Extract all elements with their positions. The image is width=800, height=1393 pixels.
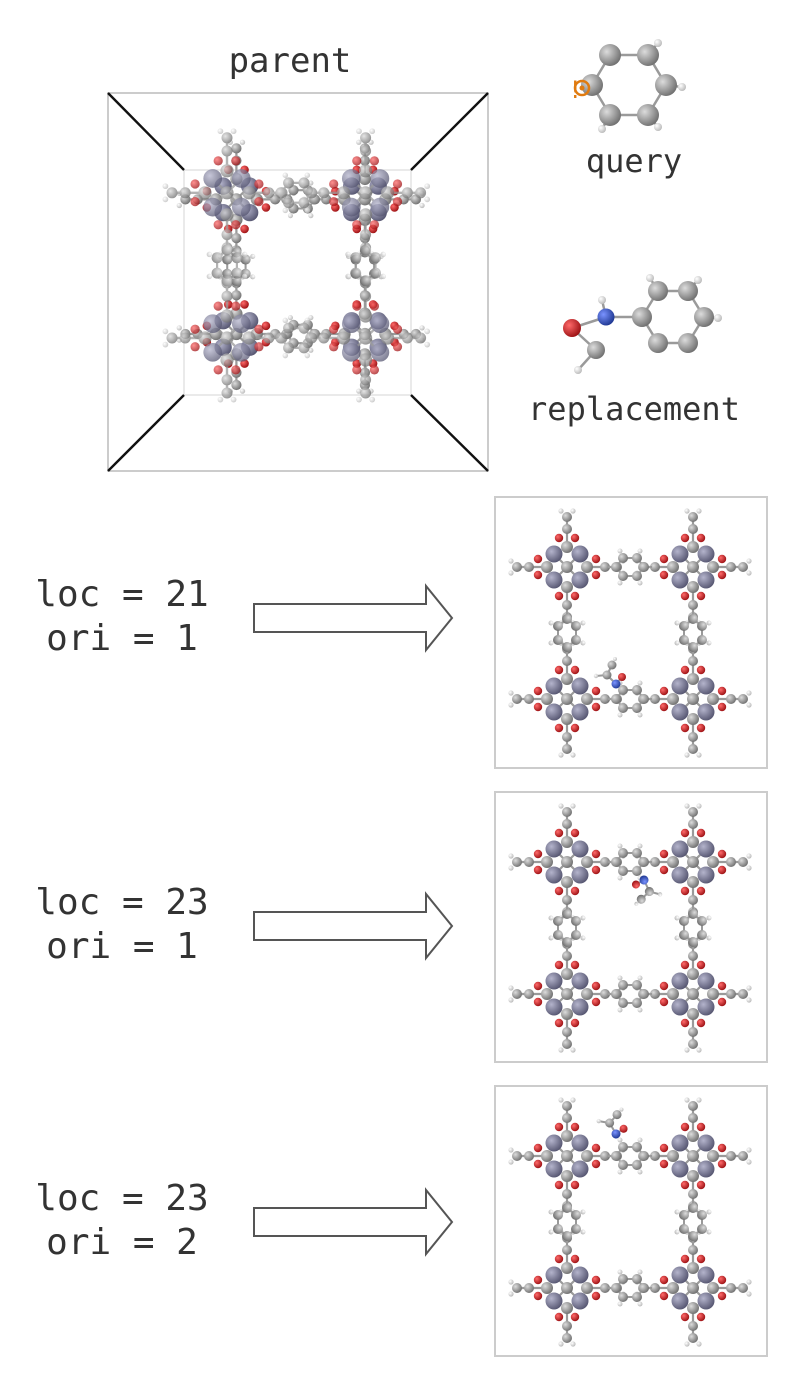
loc-label: loc = 21 xyxy=(35,574,208,615)
arrow-right xyxy=(253,583,454,653)
arrow-right xyxy=(253,1187,454,1257)
ori-label: ori = 1 xyxy=(46,618,198,659)
replacement-title: replacement xyxy=(528,390,740,428)
result-row: loc = 23 ori = 2 xyxy=(35,1085,768,1357)
loc-label: loc = 23 xyxy=(35,882,208,923)
result-row: loc = 23 ori = 1 xyxy=(35,791,768,1063)
ori-label: ori = 1 xyxy=(46,926,198,967)
replacement-molecule xyxy=(563,274,722,374)
result-structure xyxy=(494,791,768,1063)
parent-title: parent xyxy=(229,41,352,81)
loc-label: loc = 23 xyxy=(35,1178,208,1219)
query-anchor-marker xyxy=(573,79,591,97)
parent-cell xyxy=(107,92,489,472)
arrow-right xyxy=(253,891,454,961)
result-structure xyxy=(494,496,768,769)
query-marker-text: ! xyxy=(568,76,582,104)
query-title: query xyxy=(586,142,682,180)
ori-label: ori = 2 xyxy=(46,1222,198,1263)
result-row: loc = 21 ori = 1 xyxy=(35,496,768,769)
query-molecule: ! xyxy=(568,39,686,133)
unit-cell-edges xyxy=(107,92,489,472)
result-structure xyxy=(494,1085,768,1357)
